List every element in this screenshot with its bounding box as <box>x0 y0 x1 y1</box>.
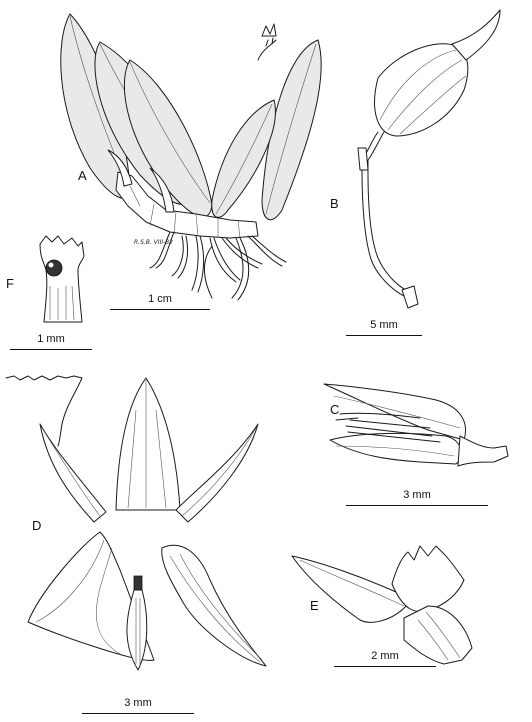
roots <box>149 231 283 299</box>
panel-label-a: A <box>78 168 87 183</box>
column-foot <box>403 605 473 665</box>
panel-label-d: D <box>32 518 42 533</box>
left-lateral-sepal <box>27 531 155 661</box>
dissected-perianth-drawing <box>5 375 267 671</box>
panel-label-b: B <box>330 196 339 211</box>
specimen-note: R.S.B. VIII-82 <box>134 239 173 246</box>
scale-bar-f <box>10 349 92 350</box>
leaf-5 <box>211 99 276 218</box>
scale-label-f: 1 mm <box>37 333 65 345</box>
column-apex-drawing <box>39 235 85 323</box>
scale-bar-c <box>346 505 488 506</box>
lip <box>126 589 148 671</box>
column-wing <box>291 555 409 623</box>
pedicel <box>361 131 405 297</box>
scale-label-c: 3 mm <box>403 489 431 501</box>
scale-label-e: 2 mm <box>371 650 399 662</box>
right-lateral-sepal <box>161 544 267 667</box>
panel-label-f: F <box>6 276 14 291</box>
scale-bar-e <box>334 666 436 667</box>
column-body <box>39 235 85 323</box>
plant-habit-drawing: R.S.B. VIII-82 <box>60 13 322 301</box>
dorsal-sepal <box>323 383 466 441</box>
scale-bar-b <box>346 335 422 336</box>
scale-bar-d <box>82 713 194 714</box>
column-side-view-drawing <box>291 545 473 665</box>
scale-bar-a <box>110 309 210 310</box>
left-petal <box>39 423 107 523</box>
panel-label-c: C <box>330 402 340 417</box>
flower-side-view-drawing <box>323 383 509 467</box>
scale-label-a: 1 cm <box>148 293 172 305</box>
panel-label-e: E <box>310 598 319 613</box>
scale-label-b: 5 mm <box>370 319 398 331</box>
flower-pedicel-drawing <box>357 9 501 309</box>
scale-label-d: 3 mm <box>124 697 152 709</box>
anther-cap <box>45 259 63 277</box>
flower-bud <box>374 43 469 137</box>
column-apex <box>391 545 465 613</box>
right-petal <box>175 423 259 523</box>
dorsal-sepal-flat <box>115 377 181 511</box>
rhizome <box>115 171 259 239</box>
